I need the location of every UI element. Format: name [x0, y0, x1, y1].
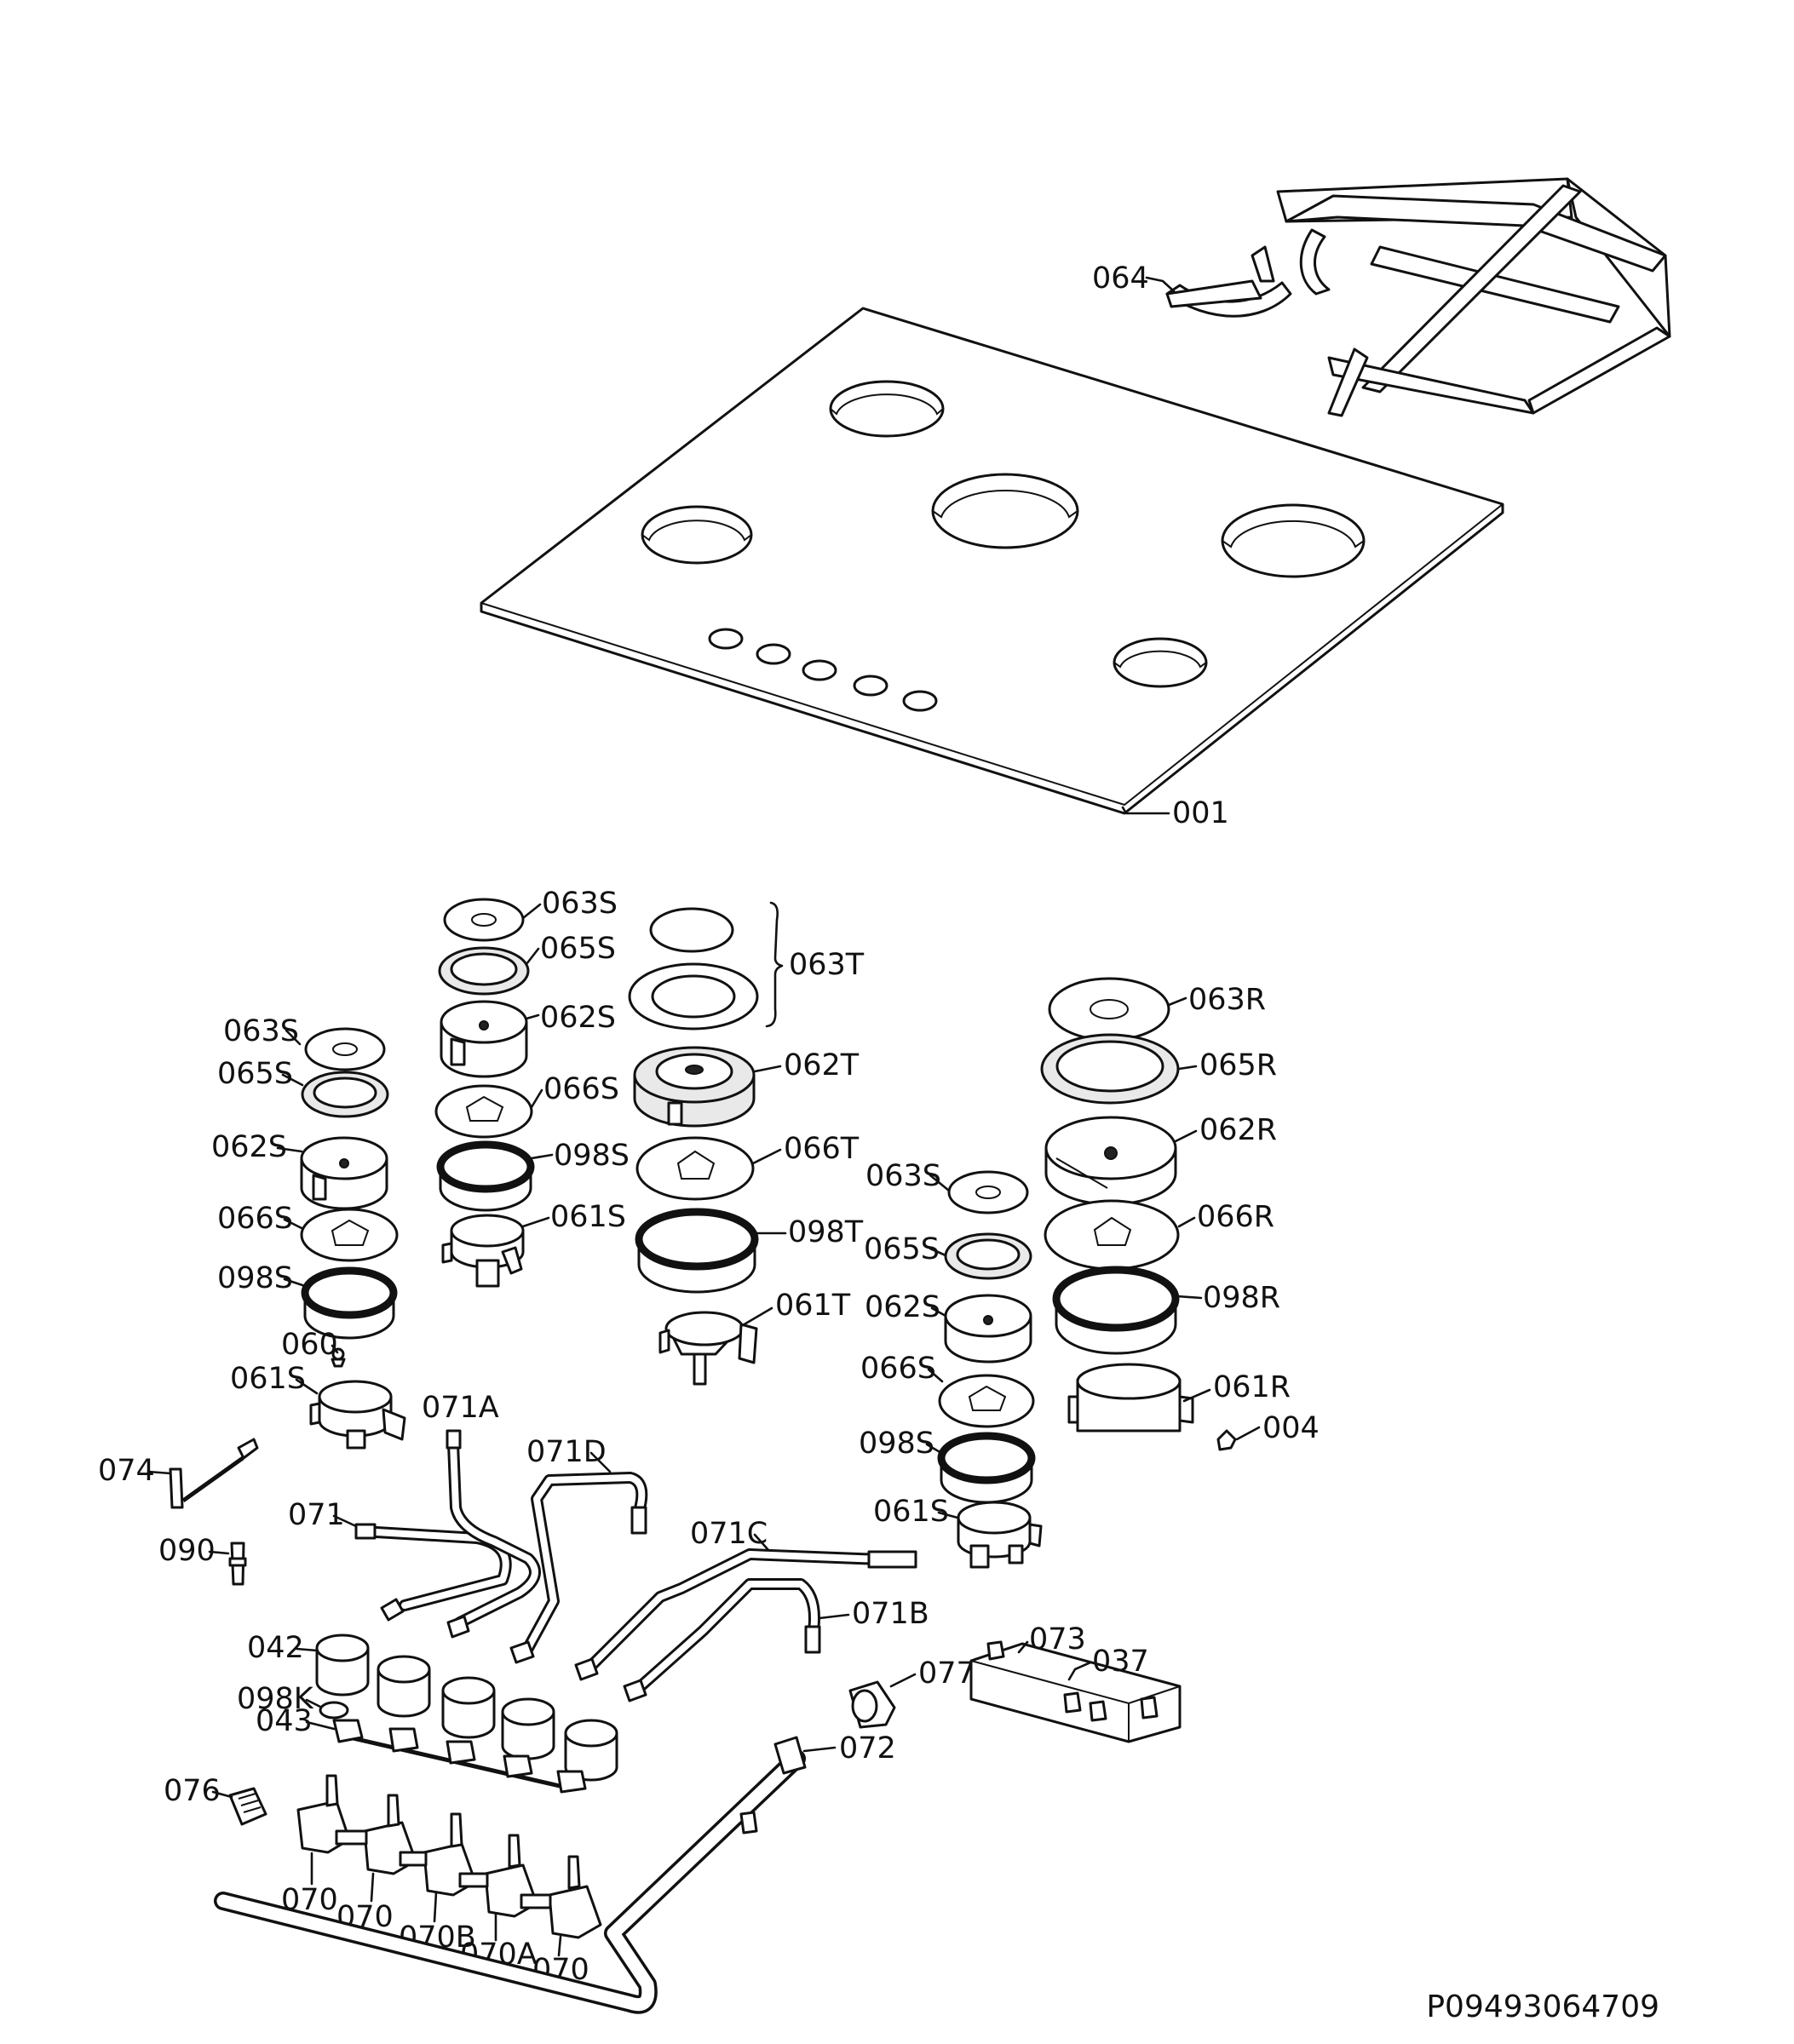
- burner-stack-triple-crown: [628, 901, 784, 1386]
- label-063T: 063T: [789, 948, 865, 982]
- label-066S-a: 066S: [543, 1072, 619, 1106]
- label-064: 064: [1092, 261, 1149, 296]
- thermocouple-074: [169, 1438, 259, 1509]
- label-098T: 098T: [788, 1215, 864, 1249]
- label-098K: 098K: [237, 1682, 314, 1716]
- label-062T: 062T: [784, 1048, 860, 1082]
- label-098S-a: 098S: [554, 1139, 630, 1173]
- label-066S-b: 066S: [217, 1202, 293, 1236]
- label-071D: 071D: [526, 1435, 607, 1469]
- label-071A: 071A: [422, 1391, 499, 1425]
- label-042: 042: [247, 1631, 304, 1665]
- label-062R: 062R: [1199, 1113, 1277, 1147]
- pan-support-064: [1165, 177, 1671, 417]
- burner-stack-rapid: [1040, 977, 1237, 1451]
- label-071C: 071C: [690, 1517, 768, 1551]
- burner-stack-small-left: [300, 1027, 406, 1450]
- label-098S-c: 098S: [859, 1427, 934, 1461]
- gas-taps-070: [296, 1774, 602, 1939]
- gas-tubes-071: [354, 1429, 917, 1702]
- knob-bezels-042: [315, 1633, 618, 1782]
- label-065S-c: 065S: [864, 1232, 940, 1266]
- label-004: 004: [1262, 1411, 1320, 1445]
- label-090: 090: [158, 1534, 216, 1568]
- label-076: 076: [164, 1774, 221, 1808]
- ignition-switch-076: [228, 1787, 267, 1826]
- label-065S-b: 065S: [217, 1057, 293, 1091]
- burner-stack-small-middle: [434, 898, 535, 1288]
- label-073: 073: [1029, 1622, 1086, 1656]
- elbow-connector-077: [848, 1680, 896, 1729]
- seal-098K: [319, 1701, 349, 1720]
- label-061T: 061T: [775, 1289, 851, 1323]
- label-062S-b: 062S: [211, 1130, 287, 1164]
- label-043: 043: [256, 1704, 313, 1738]
- label-061S-b: 061S: [230, 1362, 306, 1396]
- gas-manifold-072: [214, 1736, 807, 2014]
- spark-electrode-090: [228, 1542, 247, 1586]
- label-077: 077: [918, 1656, 975, 1691]
- label-062S-c: 062S: [865, 1290, 940, 1324]
- label-072: 072: [839, 1731, 896, 1766]
- label-062S-a: 062S: [540, 1001, 616, 1035]
- knob-springs-043: [332, 1719, 587, 1794]
- label-061S-a: 061S: [550, 1200, 626, 1234]
- label-060: 060: [281, 1328, 338, 1362]
- label-061R: 061R: [1213, 1370, 1291, 1404]
- label-098S-b: 098S: [217, 1261, 293, 1295]
- label-065R: 065R: [1199, 1048, 1277, 1082]
- label-037: 037: [1092, 1645, 1149, 1679]
- label-071: 071: [288, 1498, 345, 1532]
- label-063S-a: 063S: [542, 887, 618, 921]
- burner-stack-small-right: [937, 1170, 1043, 1569]
- label-066R: 066R: [1197, 1200, 1274, 1234]
- spark-generator-073: [969, 1640, 1182, 1743]
- label-066T: 066T: [784, 1132, 860, 1166]
- cooktop-panel-001: [480, 307, 1504, 815]
- label-001: 001: [1172, 796, 1229, 830]
- label-063R: 063R: [1188, 983, 1266, 1017]
- drawing-number: P09493064709: [1426, 1989, 1659, 2024]
- label-098R: 098R: [1203, 1281, 1280, 1315]
- label-066S-c: 066S: [860, 1352, 936, 1386]
- label-063S-c: 063S: [865, 1159, 941, 1193]
- label-065S-a: 065S: [540, 932, 616, 966]
- label-074: 074: [98, 1454, 155, 1488]
- label-071B: 071B: [852, 1597, 929, 1631]
- label-061S-c: 061S: [873, 1495, 949, 1529]
